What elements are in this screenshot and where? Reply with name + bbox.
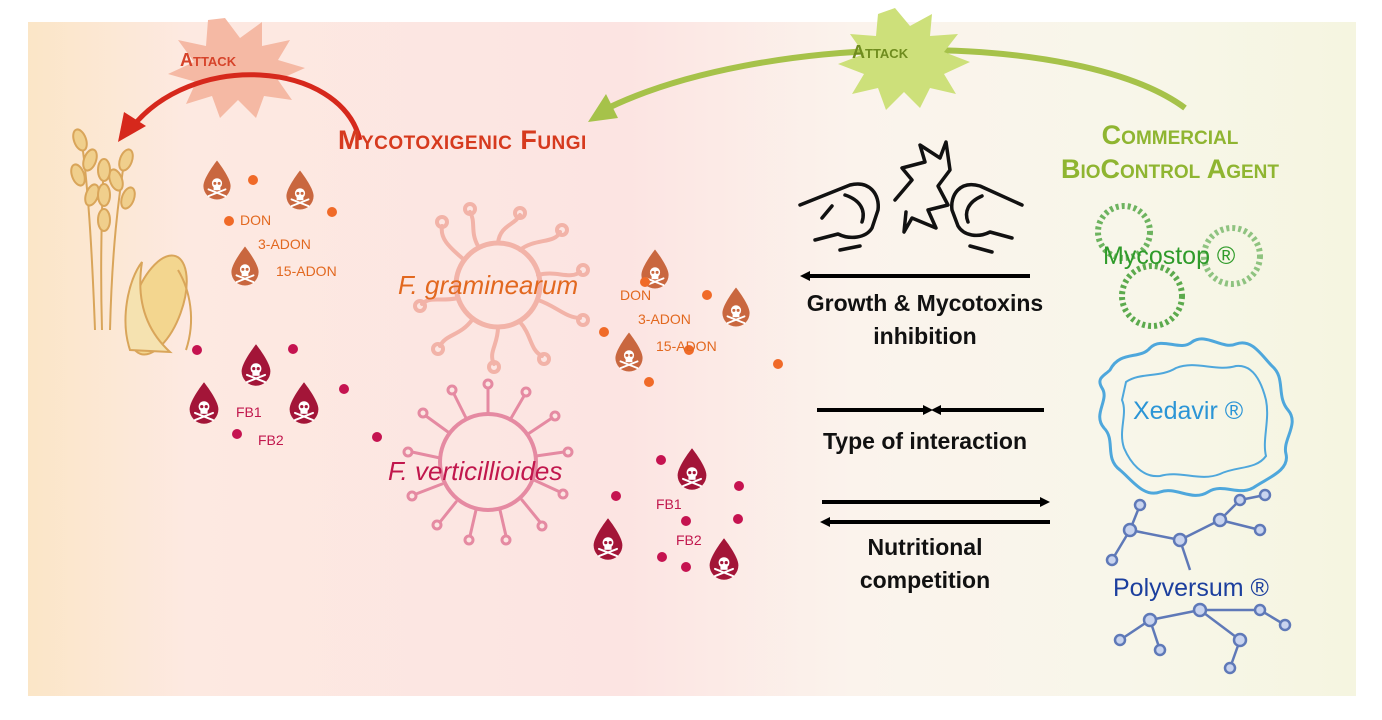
attack-arrow-green-head — [588, 94, 618, 122]
attack-label-green: Attack — [852, 42, 909, 62]
attack-arrow-red — [128, 72, 363, 141]
fungus-icon-graminearum — [413, 202, 590, 374]
interaction-inhibition-line1: Growth & Mycotoxins — [806, 290, 1044, 316]
fungus-icon-verticillioides — [402, 378, 574, 546]
bca-polyversum: Polyversum ® — [1113, 574, 1269, 602]
verticillioides-toxin-fb2: FB2 — [676, 532, 702, 548]
species-graminearum: F. graminearum — [398, 270, 579, 300]
species-verticillioides: F. verticillioides — [388, 456, 563, 486]
interaction-competition-line1: Nutritional — [867, 534, 983, 560]
wheat-icon — [70, 128, 136, 331]
crop-toxin-fb1: FB1 — [236, 404, 262, 420]
interaction-type-line1: Type of interaction — [822, 428, 1028, 454]
interaction-type: Type of interaction — [770, 428, 1080, 455]
xedavir-blob-icon — [1098, 337, 1294, 497]
fungi-title: Mycotoxigenic Fungi — [338, 125, 587, 155]
corn-icon — [124, 254, 192, 356]
crop-toxin-fb2: FB2 — [258, 432, 284, 448]
graminearum-toxin-15adon: 15-ADON — [656, 338, 717, 354]
mycostop-cluster-icon — [1095, 203, 1263, 329]
crop-toxin-3adon: 3-ADON — [258, 236, 311, 252]
crop-toxin-don: DON — [240, 212, 272, 228]
interaction-inhibition: Growth & Mycotoxins inhibition — [770, 290, 1080, 350]
bca-title: Commercial BioControl Agent — [1030, 118, 1310, 186]
interaction-competition-line2: competition — [859, 567, 991, 593]
bca-title-line1: Commercial — [1101, 120, 1239, 150]
attack-label-red: Attack — [180, 50, 237, 70]
attack-starburst-red — [168, 18, 305, 118]
graminearum-toxin-don: DON — [620, 287, 652, 303]
verticillioides-toxin-fb1: FB1 — [656, 496, 682, 512]
polyversum-network-icon — [1105, 488, 1292, 675]
crop-toxin-15adon: 15-ADON — [276, 263, 337, 279]
toxin-dots-red — [192, 344, 744, 572]
attack-arrow-red-head — [118, 112, 146, 142]
interaction-inhibition-line2: inhibition — [873, 323, 977, 349]
interaction-competition: Nutritional competition — [770, 534, 1080, 594]
bca-mycostop: Mycostop ® — [1103, 242, 1236, 270]
graminearum-toxin-3adon: 3-ADON — [638, 311, 691, 327]
bca-xedavir: Xedavir ® — [1133, 397, 1244, 425]
attack-starburst-green — [838, 8, 970, 110]
toxin-dots-orange — [224, 175, 783, 387]
fist-bump-icon — [798, 140, 1024, 254]
bca-title-line2: BioControl Agent — [1060, 154, 1280, 184]
